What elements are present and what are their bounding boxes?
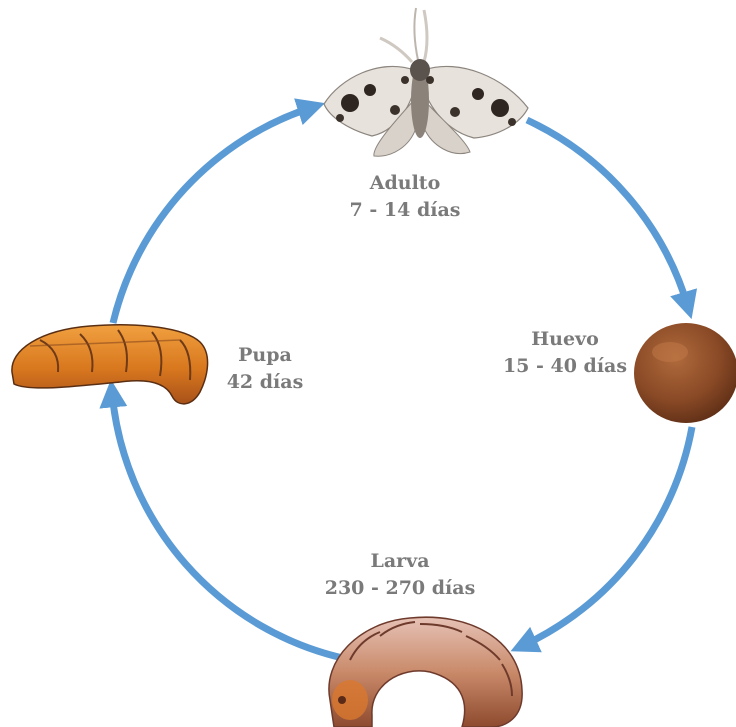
- stage-name-larva: Larva: [305, 548, 495, 575]
- stage-label-pupa: Pupa 42 días: [170, 342, 360, 396]
- arrow-larva-to-pupa: [112, 392, 347, 659]
- stage-duration-larva: 230 - 270 días: [305, 575, 495, 602]
- stage-name-pupa: Pupa: [170, 342, 360, 369]
- arrow-adulto-to-huevo: [527, 120, 688, 307]
- larva-illustration: [329, 617, 522, 727]
- arrow-pupa-to-adulto: [113, 107, 313, 323]
- stage-name-adulto: Adulto: [310, 170, 500, 197]
- stage-duration-pupa: 42 días: [170, 369, 360, 396]
- stage-duration-adulto: 7 - 14 días: [310, 197, 500, 224]
- stage-label-huevo: Huevo 15 - 40 días: [470, 326, 660, 380]
- arrow-huevo-to-larva: [522, 427, 692, 646]
- stage-label-larva: Larva 230 - 270 días: [305, 548, 495, 602]
- moth-illustration: [324, 8, 528, 156]
- stage-name-huevo: Huevo: [470, 326, 660, 353]
- stage-label-adulto: Adulto 7 - 14 días: [310, 170, 500, 224]
- stage-duration-huevo: 15 - 40 días: [470, 353, 660, 380]
